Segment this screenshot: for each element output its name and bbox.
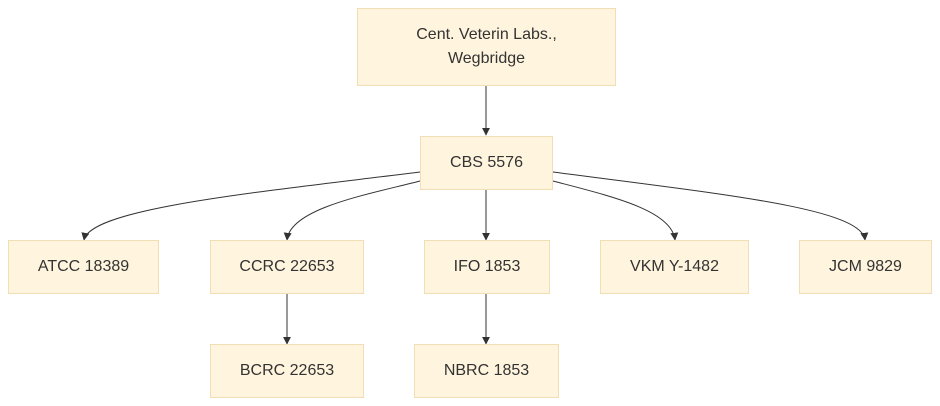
node-jcm-label: JCM 9829 <box>829 258 902 275</box>
edge-cbs-jcm <box>552 171 869 241</box>
node-bcrc: BCRC 22653 <box>210 344 364 398</box>
node-vkm: VKM Y-1482 <box>600 240 749 294</box>
edge-cbs-atcc <box>81 171 421 241</box>
node-ifo: IFO 1853 <box>424 240 550 294</box>
node-cbs-label: CBS 5576 <box>450 154 523 171</box>
node-vkm-label: VKM Y-1482 <box>630 258 719 275</box>
node-ccrc-label: CCRC 22653 <box>239 258 335 275</box>
node-nbrc-label: NBRC 1853 <box>443 362 530 379</box>
node-atcc-label: ATCC 18389 <box>37 258 130 275</box>
node-root-line1: Cent. Veterin Labs., <box>416 26 557 43</box>
node-atcc: ATCC 18389 <box>8 240 159 294</box>
node-jcm: JCM 9829 <box>799 240 932 294</box>
node-ifo-label: IFO 1853 <box>453 258 521 275</box>
node-cbs: CBS 5576 <box>420 136 553 190</box>
node-nbrc: NBRC 1853 <box>414 344 559 398</box>
edge-cbs-ccrc <box>283 180 421 241</box>
node-ccrc: CCRC 22653 <box>210 240 364 294</box>
node-root-line2: Wegbridge <box>447 50 526 67</box>
node-bcrc-label: BCRC 22653 <box>239 362 335 379</box>
edge-cbs-vkm <box>552 180 679 241</box>
node-root: Cent. Veterin Labs., Wegbridge <box>357 8 616 86</box>
